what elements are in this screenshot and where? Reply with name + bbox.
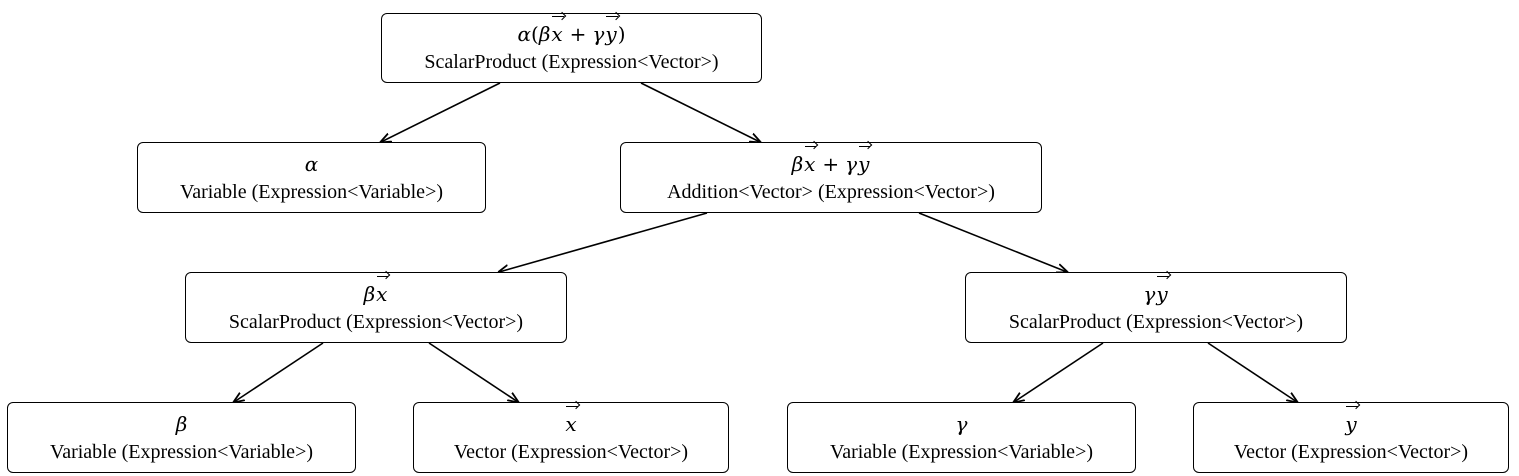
symbol-gamma: γ xyxy=(592,22,605,46)
edge-beta-x-vector-x xyxy=(428,342,518,402)
vector-arrow-y: y xyxy=(1345,405,1359,438)
edge-addition-beta-x xyxy=(499,212,708,272)
symbol-beta: β xyxy=(363,281,376,306)
vector-arrow-x: x xyxy=(804,145,817,178)
symbol-y: y xyxy=(858,151,870,176)
symbol-y: y xyxy=(1156,281,1168,306)
symbol-alpha: α xyxy=(304,151,319,176)
node-gamma-type: Variable (Expression<Variable>) xyxy=(829,440,1094,463)
vector-arrow-x: x xyxy=(376,275,389,308)
node-alpha-type: Variable (Expression<Variable>) xyxy=(179,180,444,203)
symbol-gamma: γ xyxy=(845,151,858,176)
symbol-y: y xyxy=(1345,411,1357,436)
node-gamma-y-type: ScalarProduct (Expression<Vector>) xyxy=(1008,310,1304,333)
node-alpha-variable: α Variable (Expression<Variable>) xyxy=(137,142,486,213)
edge-beta-x-beta xyxy=(234,342,324,402)
node-alpha-expression: α xyxy=(305,150,319,178)
node-vector-y-type: Vector (Expression<Vector>) xyxy=(1233,440,1469,463)
edge-gamma-y-vector-y xyxy=(1207,342,1297,402)
node-beta-x-type: ScalarProduct (Expression<Vector>) xyxy=(228,310,524,333)
node-gamma-expression: γ xyxy=(956,410,968,438)
vector-arrow-x: x xyxy=(551,15,564,48)
edge-addition-gamma-y xyxy=(918,212,1067,272)
node-beta-expression: β xyxy=(176,410,188,438)
node-root-type: ScalarProduct (Expression<Vector>) xyxy=(424,51,719,73)
symbol-gamma: γ xyxy=(955,411,968,436)
node-beta-variable: β Variable (Expression<Variable>) xyxy=(7,402,356,473)
vector-arrow-y: y xyxy=(605,15,619,48)
vector-arrow-y: y xyxy=(1156,275,1169,308)
node-addition-type: Addition<Vector> (Expression<Vector>) xyxy=(667,180,995,203)
node-vector-x-type: Vector (Expression<Vector>) xyxy=(453,440,689,463)
node-gamma-variable: γ Variable (Expression<Variable>) xyxy=(787,402,1136,473)
symbol-beta: β xyxy=(791,151,804,176)
symbol-x: x xyxy=(565,411,577,436)
left-paren: ( xyxy=(531,22,539,46)
edge-root-addition xyxy=(640,82,760,142)
right-paren: ) xyxy=(617,22,626,46)
symbol-beta: β xyxy=(175,411,188,436)
plus-sign: + xyxy=(822,151,840,176)
node-beta-type: Variable (Expression<Variable>) xyxy=(49,440,314,463)
symbol-x: x xyxy=(376,281,388,306)
symbol-gamma: γ xyxy=(1143,281,1156,306)
node-vector-y: y Vector (Expression<Vector>) xyxy=(1193,402,1509,473)
node-vector-x: x Vector (Expression<Vector>) xyxy=(413,402,729,473)
vector-arrow-x: x xyxy=(565,405,578,438)
symbol-x: x xyxy=(804,151,816,176)
edge-gamma-y-gamma xyxy=(1014,342,1104,402)
symbol-x: x xyxy=(551,22,563,46)
symbol-alpha: α xyxy=(517,22,531,46)
plus-sign: + xyxy=(569,22,587,46)
symbol-y: y xyxy=(605,22,617,46)
edge-root-alpha xyxy=(381,82,501,142)
node-vector-x-expression: x xyxy=(564,405,578,438)
node-vector-y-expression: y xyxy=(1344,405,1359,438)
symbol-beta: β xyxy=(538,22,551,46)
vector-arrow-y: y xyxy=(858,145,871,178)
